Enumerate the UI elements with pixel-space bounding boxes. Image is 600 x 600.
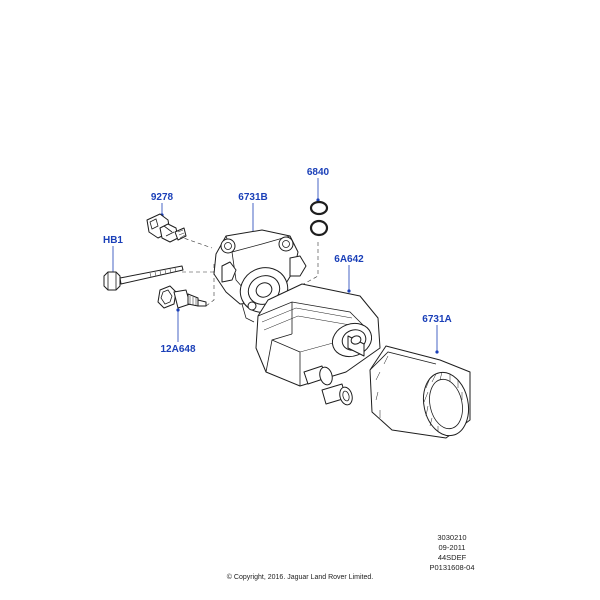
reference-line-1: 3030210 (437, 533, 467, 542)
callout-6731a-label[interactable]: 6731A (422, 314, 451, 325)
callout-6731a[interactable]: 6731A (422, 314, 452, 354)
callout-6a642[interactable]: 6A642 (334, 254, 364, 293)
callout-9278-label[interactable]: 9278 (151, 192, 174, 203)
callout-6840[interactable]: 6840 (307, 167, 330, 202)
callout-12a648[interactable]: 12A648 (160, 308, 196, 355)
reference-line-3: 44SDEF (437, 553, 467, 562)
callout-6840-label[interactable]: 6840 (307, 167, 330, 178)
orings-6840 (309, 200, 329, 237)
callout-hb1-label[interactable]: HB1 (103, 235, 123, 246)
oil-cooler-6a642 (255, 283, 381, 406)
callout-6731b[interactable]: 6731B (238, 192, 268, 235)
copyright-notice: © Copyright, 2016. Jaguar Land Rover Lim… (226, 574, 374, 581)
callout-12a648-label[interactable]: 12A648 (160, 344, 195, 355)
reference-block: 3030210 09-2011 44SDEF P0131608-04 (416, 533, 488, 573)
bolt-hb1 (103, 265, 184, 291)
callout-9278[interactable]: 9278 (151, 192, 174, 217)
sensor-12a648 (157, 285, 207, 309)
reference-line-2: 09-2011 (438, 543, 466, 552)
oil-filter-6731a (369, 345, 471, 439)
reference-line-4: P0131608-04 (429, 563, 475, 572)
callout-6a642-label[interactable]: 6A642 (334, 254, 364, 265)
sensor-9278 (146, 213, 187, 243)
callout-6731b-label[interactable]: 6731B (238, 192, 267, 203)
